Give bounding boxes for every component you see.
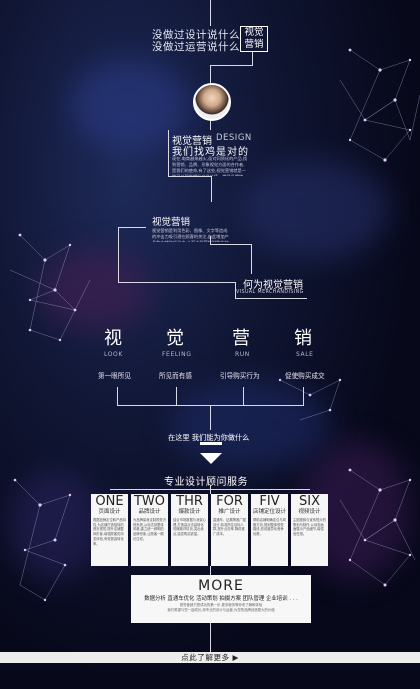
- connector-line: [168, 176, 212, 177]
- card-title: 品牌设计: [138, 509, 161, 515]
- pillar-caption: 促使购买成交: [285, 372, 325, 380]
- background-glow: [40, 250, 150, 330]
- service-card[interactable]: ONE 页面设计 根据品牌定位和产品特性,为店铺打造独特的首页视觉,提升店铺整体…: [91, 494, 128, 566]
- hero-line-2: 没做过运营说什么: [152, 41, 240, 53]
- services-title: 专业设计顾问服务: [164, 477, 248, 488]
- connector-line: [168, 130, 169, 176]
- service-card[interactable]: FOR 推广设计 直通车、钻展等推广图设计,精准抓住目标人群,提升点击率,降低推…: [211, 494, 248, 566]
- service-card[interactable]: TWO 品牌设计 为品牌量身定制视觉识别系统,从标志到整体风格,建立统一鲜明的品…: [131, 494, 168, 566]
- pillar-caption: 所见而有感: [159, 372, 192, 380]
- card-title: 页面设计: [98, 509, 121, 515]
- connector-line: [243, 387, 244, 405]
- learn-more-link[interactable]: 点此了解更多 ▶: [181, 653, 239, 662]
- card-number: ONE: [95, 494, 124, 509]
- avatar: [193, 83, 231, 121]
- intro-body: 现在,电商越来越火,面对同质化的产品,找到营销、品牌、形象视觉方面的合作者,是我…: [172, 156, 248, 176]
- connector-line: [210, 0, 211, 26]
- card-body: 结合市场数据与消费心理,打造高点击高转化的爆款详情页,突出卖点,激发购买欲望。: [173, 518, 206, 537]
- more-detail: 我们希望与您一起成长,用专业的设计与运营,为您的品牌创造更大的价值: [167, 608, 275, 612]
- intro-title-en: DESIGN: [216, 133, 252, 143]
- pillar-en: LOOK: [104, 351, 123, 358]
- connector-line: [235, 298, 307, 299]
- connector-line: [235, 282, 236, 298]
- connector-line: [210, 405, 211, 430]
- connector-line: [210, 120, 211, 130]
- hero-line-1: 没做过设计说什么: [152, 29, 240, 41]
- intro-title: 视觉营销: [172, 136, 212, 147]
- pillar-cn: 销: [294, 328, 313, 349]
- connector-line: [210, 244, 252, 245]
- connector-line: [210, 623, 211, 652]
- background-glow: [240, 160, 390, 260]
- connector-line: [303, 387, 304, 405]
- card-body: 根据品牌定位和产品特性,为店铺打造独特的首页视觉,提升店铺整体形象,增强顾客的浏…: [93, 518, 126, 546]
- connector-line: [176, 387, 177, 405]
- what-is-subtitle: VISUAL MERCHANDISING: [236, 290, 304, 295]
- card-title: 视频设计: [298, 509, 321, 515]
- connector-line: [252, 51, 253, 65]
- intro-subtitle: 我们找鸡是对的: [172, 147, 249, 158]
- here-caption: 在这里 我们能为你做什么: [168, 433, 250, 442]
- more-services: 数据分析 直通车优化 活动策划 拍摄方案 团队管理 企业培训 . . .: [144, 596, 298, 602]
- connector-line: [251, 244, 252, 274]
- pillar-en: SALE: [296, 351, 314, 358]
- card-body: 主图视频与宣传短片的策划与制作,以动态画面展示产品细节,增强信任感。: [293, 518, 326, 537]
- card-body: 帮助店铺明确定位与风格方向,规划整体视觉路线,形成差异化竞争优势。: [253, 518, 286, 537]
- connector-line: [210, 65, 253, 66]
- pillar-caption: 第一眼所见: [98, 372, 131, 380]
- background-glow: [70, 60, 190, 150]
- pillar-cn: 营: [232, 328, 251, 349]
- card-number: TWO: [133, 494, 166, 509]
- connector-line: [210, 566, 211, 575]
- down-arrow-icon: [200, 453, 222, 464]
- section2-body: 视觉营销是利用色彩、图像、文字等造成的冲击力吸引潜在顾客的关注,由此增加产品和店…: [152, 228, 229, 242]
- connector-line: [210, 236, 211, 244]
- what-is-title: 何为视觉营销: [243, 280, 303, 291]
- learn-more-bar[interactable]: 点此了解更多 ▶: [0, 652, 420, 663]
- connector-line: [110, 489, 310, 490]
- card-title: 店铺定位设计: [252, 509, 286, 515]
- connector-line: [118, 282, 236, 283]
- pillar-en: RUN: [235, 351, 250, 358]
- connector-line: [211, 176, 212, 202]
- card-title: 爆款设计: [178, 509, 201, 515]
- card-body: 为品牌量身定制视觉识别系统,从标志到整体风格,建立统一鲜明的品牌形象,让顾客一眼…: [133, 518, 166, 541]
- more-panel[interactable]: MORE 数据分析 直通车优化 活动策划 拍摄方案 团队管理 企业培训 . . …: [131, 575, 311, 623]
- more-detail: 视觉营销只是成功的第一步,更多服务等你来了解和体验: [179, 603, 263, 607]
- pillar-en: FEELING: [162, 351, 192, 358]
- connector-line: [210, 65, 211, 83]
- service-card[interactable]: SIX 视频设计 主图视频与宣传短片的策划与制作,以动态画面展示产品细节,增强信…: [291, 494, 328, 566]
- connector-line: [117, 387, 118, 405]
- connector-line: [118, 227, 146, 228]
- card-number: THR: [176, 494, 203, 509]
- connector-line: [118, 227, 119, 282]
- more-title: MORE: [198, 578, 244, 594]
- service-card[interactable]: THR 爆款设计 结合市场数据与消费心理,打造高点击高转化的爆款详情页,突出卖点…: [171, 494, 208, 566]
- card-number: FOR: [216, 494, 243, 509]
- background-glow: [10, 470, 100, 580]
- card-title: 推广设计: [218, 509, 241, 515]
- card-body: 直通车、钻展等推广图设计,精准抓住目标人群,提升点击率,降低推广成本。: [213, 518, 246, 537]
- card-number: SIX: [299, 494, 320, 509]
- card-number: FIV: [259, 494, 280, 509]
- pillar-cn: 视: [104, 328, 123, 349]
- service-card[interactable]: FIV 店铺定位设计 帮助店铺明确定位与风格方向,规划整体视觉路线,形成差异化竞…: [251, 494, 288, 566]
- pillar-caption: 引导购买行为: [220, 372, 260, 380]
- hero-highlight-box: 视觉营销: [240, 26, 268, 52]
- section2-title: 视觉营销: [152, 217, 191, 228]
- down-arrow-bar: [200, 442, 222, 445]
- pillar-cn: 觉: [166, 328, 185, 349]
